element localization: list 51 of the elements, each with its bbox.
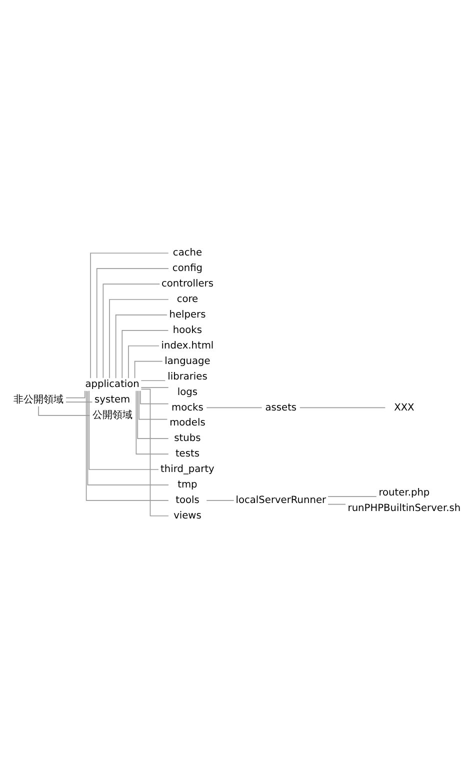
connector bbox=[122, 330, 169, 378]
connector bbox=[87, 390, 169, 486]
node-text: system bbox=[94, 394, 130, 406]
node-text: logs bbox=[177, 386, 198, 398]
node-text: helpers bbox=[169, 310, 206, 321]
node-text: tests bbox=[175, 448, 200, 460]
node-text: router.php bbox=[378, 487, 430, 498]
connector bbox=[66, 390, 86, 398]
node-text: runPHPBuiltinServer.sh bbox=[348, 502, 461, 514]
connector bbox=[128, 345, 160, 379]
node-text: controllers bbox=[161, 278, 214, 290]
connector bbox=[102, 284, 160, 378]
connector bbox=[140, 390, 169, 404]
node-text: third_party bbox=[160, 464, 214, 476]
node-text: index.html bbox=[161, 340, 214, 352]
node-text: tools bbox=[176, 495, 200, 506]
node-text: XXX bbox=[394, 402, 414, 414]
connector bbox=[206, 500, 234, 501]
node-text: stubs bbox=[174, 433, 201, 444]
connector bbox=[140, 380, 166, 382]
connector bbox=[134, 360, 163, 379]
connector bbox=[86, 390, 169, 501]
connector bbox=[90, 252, 169, 379]
node-text: assets bbox=[265, 402, 297, 414]
node-text: 非公開領域 bbox=[14, 394, 64, 406]
node-text: language bbox=[164, 356, 210, 367]
connector bbox=[140, 388, 169, 516]
node-text: tmp bbox=[178, 480, 198, 491]
connector bbox=[96, 268, 169, 378]
node-text: localServerRunner bbox=[236, 495, 326, 506]
node-text: views bbox=[174, 510, 202, 522]
connector bbox=[109, 299, 169, 379]
node-text: core bbox=[176, 294, 198, 306]
node-text: models bbox=[170, 418, 206, 429]
node-text: mocks bbox=[172, 402, 204, 414]
node-text: hooks bbox=[172, 325, 202, 336]
connector bbox=[328, 504, 346, 505]
connector bbox=[206, 407, 262, 408]
connector bbox=[328, 496, 377, 497]
node-text: cache bbox=[172, 248, 202, 259]
connector bbox=[136, 390, 169, 454]
connector bbox=[115, 314, 168, 378]
node-text: 公開領域 bbox=[92, 410, 132, 422]
connector bbox=[140, 387, 169, 388]
node-text: config bbox=[172, 263, 203, 274]
connector bbox=[299, 407, 386, 408]
node-text: application bbox=[85, 379, 140, 390]
connector bbox=[138, 390, 168, 420]
connector bbox=[137, 390, 169, 440]
connector bbox=[88, 390, 159, 470]
node-text: libraries bbox=[168, 371, 208, 382]
